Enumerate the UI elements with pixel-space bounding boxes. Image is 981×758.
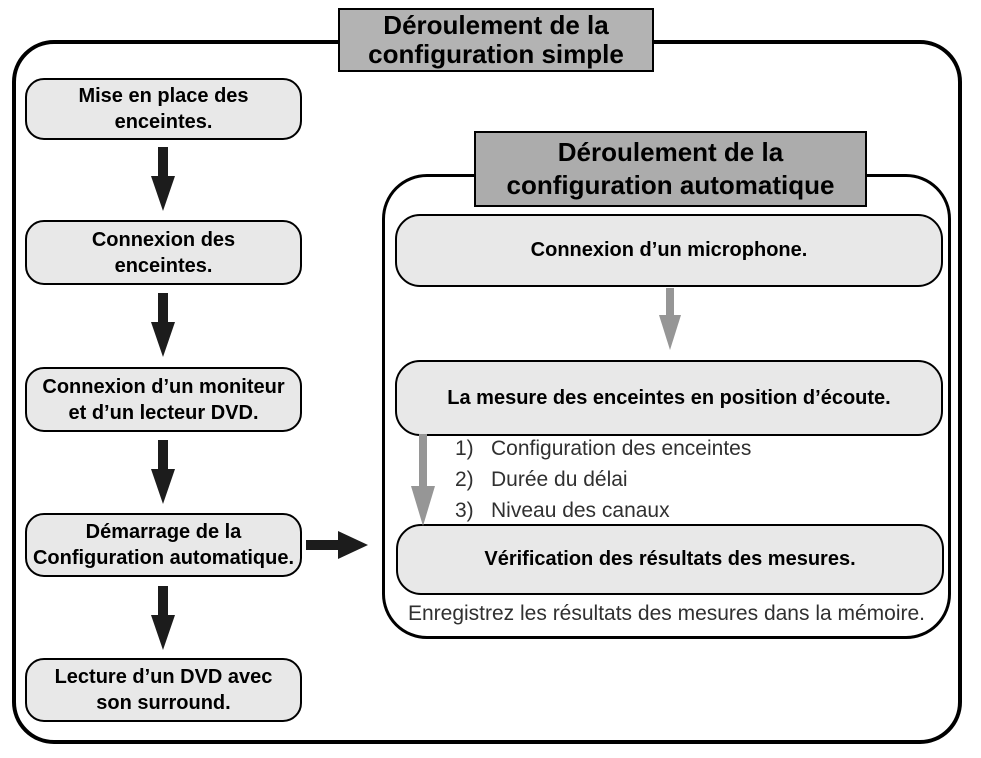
down-arrow-icon [151, 293, 175, 357]
measurement-list: 1) Configuration des enceintes 2) Durée … [455, 433, 751, 526]
list-item-text: Durée du délai [491, 467, 628, 491]
gray-down-arrow-icon [411, 434, 435, 526]
down-arrow-icon [151, 147, 175, 211]
step-connexion-microphone: Connexion d’un microphone. [395, 214, 943, 287]
memory-save-footnote: Enregistrez les résultats des mesures da… [407, 602, 926, 625]
simple-flow-title: Déroulement de la configuration simple [338, 8, 654, 72]
list-item-number: 2) [455, 467, 474, 491]
down-arrow-icon [151, 440, 175, 504]
down-arrow-icon [151, 586, 175, 650]
gray-down-arrow-icon [659, 288, 681, 350]
list-item: 2) Durée du délai [455, 464, 751, 495]
list-item-number: 3) [455, 498, 474, 522]
list-item: 3) Niveau des canaux [455, 495, 751, 526]
step-demarrage-configuration: Démarrage de la Configuration automatiqu… [25, 513, 302, 577]
step-mesure-enceintes: La mesure des enceintes en position d’éc… [395, 360, 943, 436]
step-lecture-dvd: Lecture d’un DVD avec son surround. [25, 658, 302, 722]
list-item-text: Niveau des canaux [491, 498, 670, 522]
list-item-text: Configuration des enceintes [491, 436, 752, 460]
list-item-number: 1) [455, 436, 474, 460]
step-connexion-moniteur-dvd: Connexion d’un moniteur et d’un lecteur … [25, 367, 302, 432]
auto-flow-title: Déroulement de la configuration automati… [474, 131, 867, 207]
step-connexion-enceintes: Connexion des enceintes. [25, 220, 302, 285]
step-mise-en-place: Mise en place des enceintes. [25, 78, 302, 140]
right-arrow-icon [306, 531, 368, 559]
step-verification-resultats: Vérification des résultats des mesures. [396, 524, 944, 595]
list-item: 1) Configuration des enceintes [455, 433, 751, 464]
